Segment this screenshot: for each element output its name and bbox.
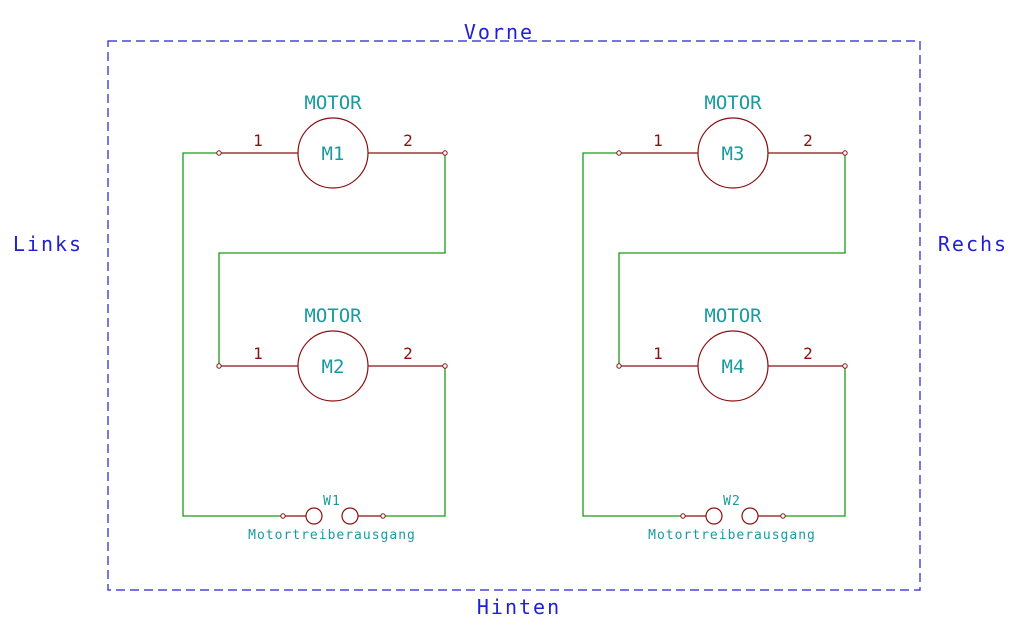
wire-3 (383, 366, 446, 517)
board-outline (107, 40, 921, 591)
connector-terminal-1 (680, 513, 686, 519)
wire-2 (618, 153, 846, 366)
pin-1-terminal (216, 363, 222, 369)
motor-value: MOTOR (704, 92, 762, 114)
wire-1 (582, 152, 683, 517)
pin-1-number: 1 (253, 131, 263, 150)
connector-value: Motortreiberausgang (248, 528, 416, 543)
wire-3 (783, 366, 846, 517)
connector-contact-2 (341, 507, 359, 525)
connector-terminal-1 (280, 513, 286, 519)
motor-ref: M1 (322, 143, 345, 165)
connector-terminal-2 (380, 513, 386, 519)
motor-value: MOTOR (304, 92, 362, 114)
connector-ref: W1 (323, 494, 341, 509)
pin-2-number: 2 (403, 344, 413, 363)
pin-1-number: 1 (653, 131, 663, 150)
pin-2-terminal (842, 363, 848, 369)
pin-2-number: 2 (403, 131, 413, 150)
motor-m3[interactable]: M3 MOTOR 1 2 (616, 92, 848, 189)
pin-2-terminal (442, 150, 448, 156)
pin-2-terminal (442, 363, 448, 369)
pin-1-terminal (616, 150, 622, 156)
pin-2-terminal (842, 150, 848, 156)
pin-2-number: 2 (803, 344, 813, 363)
pin-1-number: 1 (253, 344, 263, 363)
label-right: Rechs (938, 232, 1008, 256)
pin-1-number: 1 (653, 344, 663, 363)
wire-1 (182, 152, 283, 517)
connector-ref: W2 (723, 494, 741, 509)
motor-ref: M3 (722, 143, 745, 165)
connector-contact-1 (305, 507, 323, 525)
label-back: Hinten (477, 595, 561, 619)
pin-2-number: 2 (803, 131, 813, 150)
motor-value: MOTOR (304, 305, 362, 327)
motor-value: MOTOR (704, 305, 762, 327)
wire-2 (218, 153, 446, 366)
connector-contact-1 (705, 507, 723, 525)
pin-1-terminal (616, 363, 622, 369)
label-left: Links (13, 232, 83, 256)
connector-contact-2 (741, 507, 759, 525)
motor-m2[interactable]: M2 MOTOR 1 2 (216, 305, 448, 402)
connector-value: Motortreiberausgang (648, 528, 816, 543)
motor-m1[interactable]: M1 MOTOR 1 2 (216, 92, 448, 189)
pin-1-terminal (216, 150, 222, 156)
motor-m4[interactable]: M4 MOTOR 1 2 (616, 305, 848, 402)
motor-ref: M2 (322, 356, 345, 378)
connector-terminal-2 (780, 513, 786, 519)
label-front: Vorne (464, 20, 534, 44)
motor-ref: M4 (722, 356, 745, 378)
